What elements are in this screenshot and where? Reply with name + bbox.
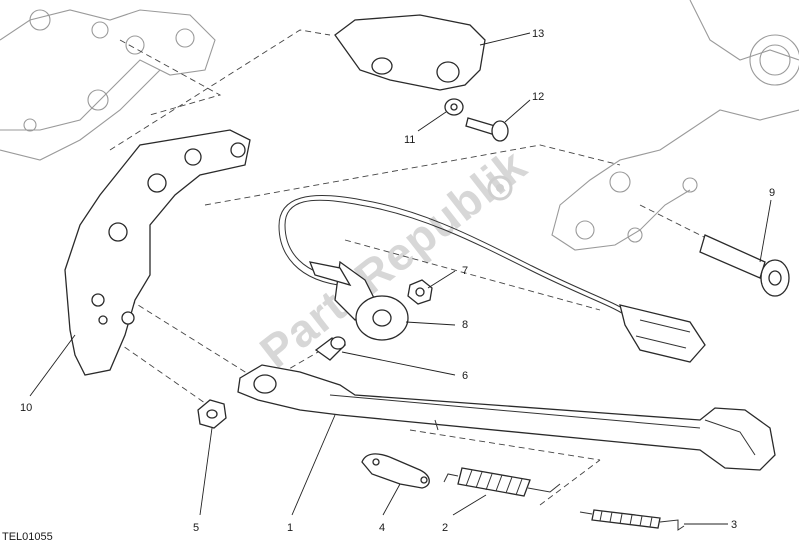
- part-6-pin: [314, 336, 347, 361]
- callout-9: 9: [769, 187, 775, 199]
- part-9-bolt: [699, 234, 790, 297]
- callout-8: 8: [462, 319, 468, 331]
- callout-7: 7: [462, 265, 468, 277]
- watermark: PartsRepublik: [250, 138, 536, 377]
- callout-2: 2: [442, 522, 448, 534]
- callout-1: 1: [287, 522, 293, 534]
- part-8-sensor: [308, 260, 409, 341]
- part-12-bolt: [465, 117, 509, 142]
- part-11-washer: [444, 98, 464, 116]
- watermark-text: PartsRepublik: [250, 138, 536, 377]
- part-13-cover: [334, 14, 486, 91]
- callout-labels: 13 12 11 9 7 8 6 10 5 1 4 2 3: [20, 28, 775, 534]
- part-7-nut: [407, 279, 433, 305]
- leader-lines: [29, 32, 772, 525]
- part-5-nut: [197, 399, 227, 429]
- part-10-bracket: [64, 129, 251, 376]
- callout-11: 11: [404, 134, 415, 146]
- frame-ghost-top-right: [551, 0, 799, 251]
- callout-4: 4: [379, 522, 385, 534]
- frame-ghost-top-left: [0, 9, 222, 161]
- callout-12: 12: [532, 91, 544, 103]
- callout-6: 6: [462, 370, 468, 382]
- part-3-spring: [579, 509, 685, 531]
- part-1-side-stand: [237, 364, 776, 471]
- callout-13: 13: [532, 28, 544, 40]
- callout-5: 5: [193, 522, 199, 534]
- callout-10: 10: [20, 402, 32, 414]
- part-8-sensor-cable: [278, 195, 706, 363]
- watermark-gear-icon: [487, 175, 513, 201]
- reference-code: TEL01055: [2, 531, 53, 543]
- callout-3: 3: [731, 519, 737, 531]
- part-4-plate: [361, 453, 430, 489]
- part-2-spring: [443, 467, 561, 497]
